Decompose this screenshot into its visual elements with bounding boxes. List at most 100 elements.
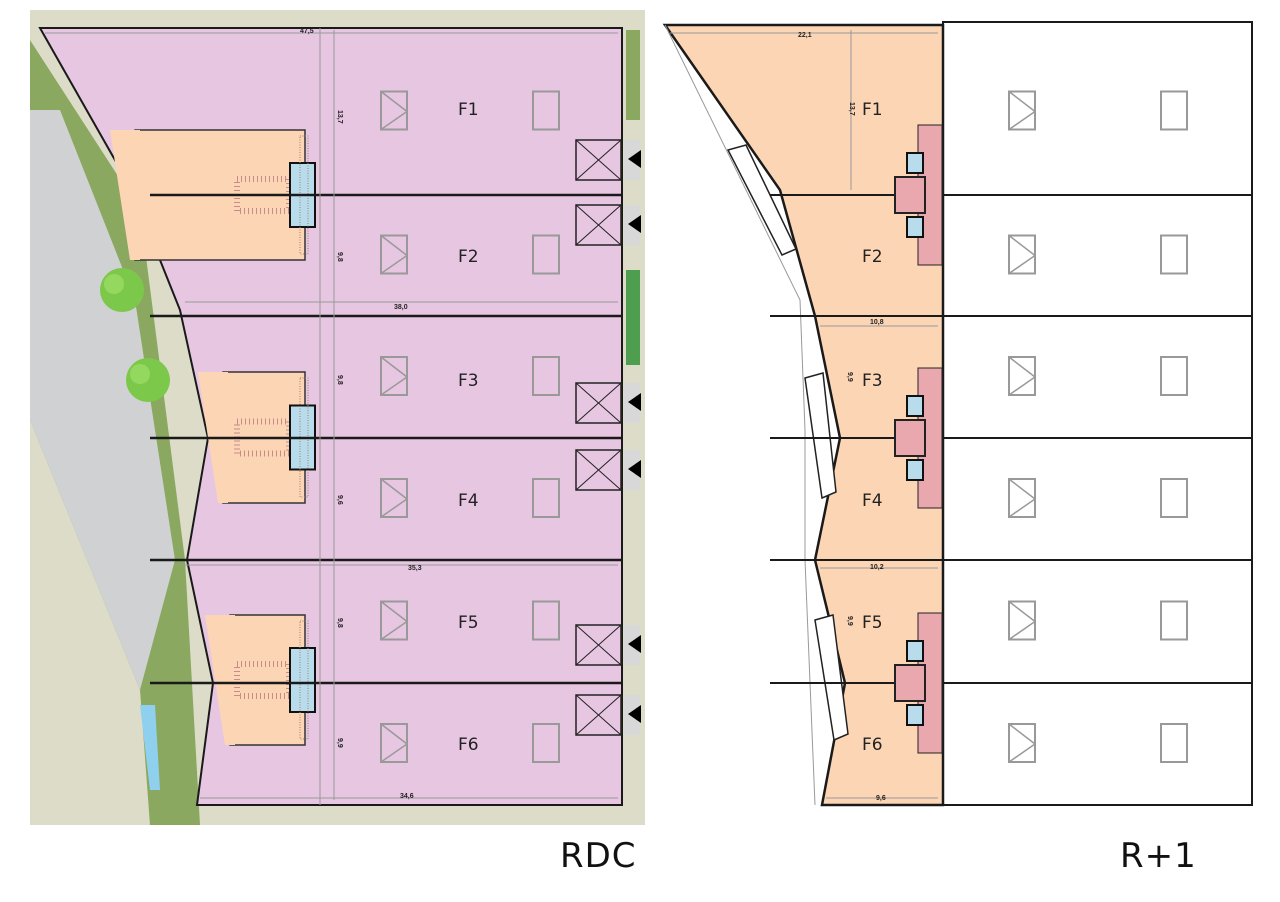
skylight-icon (380, 356, 409, 396)
loading-door-icon (575, 139, 622, 181)
stair-landing (894, 419, 926, 457)
dim-r1-f5-height: 9,9 (846, 616, 853, 626)
plan-title-rdc: RDC (560, 836, 637, 876)
plan-rdc (30, 10, 645, 825)
road (30, 110, 175, 690)
rdc-unit-label: F1 (458, 100, 479, 120)
dim-rdc-f2-bottom-width: 38,0 (394, 304, 408, 311)
dim-r1-f1-height: 13,7 (848, 102, 855, 116)
rdc-unit-label: F4 (458, 491, 479, 511)
skylight-icon (1008, 90, 1037, 131)
outline-line (664, 24, 816, 806)
skylight-icon (1008, 600, 1037, 641)
external-stair (804, 372, 837, 500)
dim-r1-f3-top-width: 10,8 (870, 319, 884, 326)
dimension-labels: 47,5 13,7 9,8 38,0 9,8 9,6 35,3 9,8 9,9 … (300, 28, 886, 802)
loading-door-icon (575, 449, 622, 491)
entry-arrow-icon (628, 635, 641, 653)
loading-door-icon (575, 204, 622, 246)
skylight-icon (380, 600, 408, 641)
toilet (906, 704, 924, 726)
skylight-icon (1160, 478, 1188, 518)
skylight-icon (1008, 234, 1036, 275)
plan-title-r1: R+1 (1120, 836, 1197, 876)
skylight-icon (1008, 478, 1036, 518)
skylight-icon (380, 478, 408, 518)
r1-unit-label: F4 (862, 491, 883, 511)
dim-rdc-f4-height: 9,6 (336, 495, 343, 505)
toilet (906, 216, 924, 238)
skylight-icon (380, 234, 409, 275)
dim-rdc-f5-height: 9,8 (336, 618, 343, 628)
unit-labels: F1 F2 F3 F4 F5 F6 F1 F2 F3 F4 F5 F6 (458, 100, 883, 755)
loading-door-icon (575, 382, 622, 424)
r1-unit-label: F2 (862, 247, 883, 267)
dim-r1-f6-bottom-width: 9,6 (876, 795, 886, 802)
skylight-icon (532, 234, 560, 275)
skylight-icon (1008, 478, 1037, 518)
r1-unit-label: F1 (862, 100, 883, 120)
office-wing-edge (205, 615, 235, 745)
r1-unit-label: F6 (862, 735, 883, 755)
toilet (906, 640, 924, 662)
skylight-icon (1160, 90, 1188, 131)
external-stair (814, 614, 849, 742)
skylight-icon (1008, 723, 1037, 763)
loading-door-icon (575, 624, 622, 666)
dim-rdc-f3-height: 9,8 (336, 375, 343, 385)
skylight-icon (380, 234, 408, 275)
dim-rdc-f2-height: 9,8 (336, 252, 343, 262)
skylight-icon (1160, 356, 1188, 396)
loading-door-icon (575, 204, 622, 246)
skylight-icon (532, 478, 560, 518)
roof-area (942, 21, 1253, 806)
skylight-icon (1160, 234, 1188, 275)
toilet (906, 459, 924, 481)
skylight-icon (380, 600, 409, 641)
loading-door-icon (575, 624, 622, 666)
entry-arrow-icon (628, 393, 641, 411)
stairs-side (299, 620, 309, 740)
dim-rdc-f6-bottom-width: 34,6 (400, 793, 414, 800)
skylight-icon (1160, 723, 1188, 763)
skylight-icon (1008, 723, 1036, 763)
entry-arrow-icon (628, 705, 641, 723)
tree-icon (130, 364, 150, 384)
skylight-icon (1008, 356, 1037, 396)
sanitary-block (289, 647, 316, 713)
loading-door-icon (575, 694, 622, 736)
stair-landing (894, 176, 926, 214)
dim-rdc-f6-height: 9,9 (336, 738, 343, 748)
skylight-icon (1008, 356, 1036, 396)
rdc-unit-label: F2 (458, 247, 479, 267)
skylight-icon (532, 356, 560, 396)
skylight-icon (1008, 90, 1036, 131)
stair-landing (894, 664, 926, 702)
skylight-icon (380, 723, 408, 763)
skylight-icon (380, 478, 409, 518)
skylight-icon (532, 90, 560, 131)
skylight-icon (380, 90, 408, 131)
rdc-unit-label: F6 (458, 735, 479, 755)
skylight-icon (1008, 600, 1036, 641)
external-stair (726, 144, 798, 256)
r1-unit-label: F3 (862, 371, 883, 391)
dim-rdc-top-width: 47,5 (300, 28, 314, 35)
entry-arrow-icon (628, 215, 641, 233)
dim-rdc-f4-bottom-width: 35,3 (408, 565, 422, 572)
skylight-icon (1160, 600, 1188, 641)
r1-unit-label: F5 (862, 613, 883, 633)
skylight-icon (380, 90, 409, 131)
loading-door-icon (575, 694, 622, 736)
plan-r1 (662, 21, 1253, 807)
toilet (906, 152, 924, 174)
loading-door-icon (575, 139, 622, 181)
dim-r1-top-width: 22,1 (798, 32, 812, 39)
skylight-icon (532, 600, 560, 641)
entry-arrow-icon (628, 460, 641, 478)
entry-arrow-icon (628, 150, 641, 168)
tree-icon (104, 274, 124, 294)
skylight-icon (380, 723, 409, 763)
rdc-unit-label: F5 (458, 613, 479, 633)
